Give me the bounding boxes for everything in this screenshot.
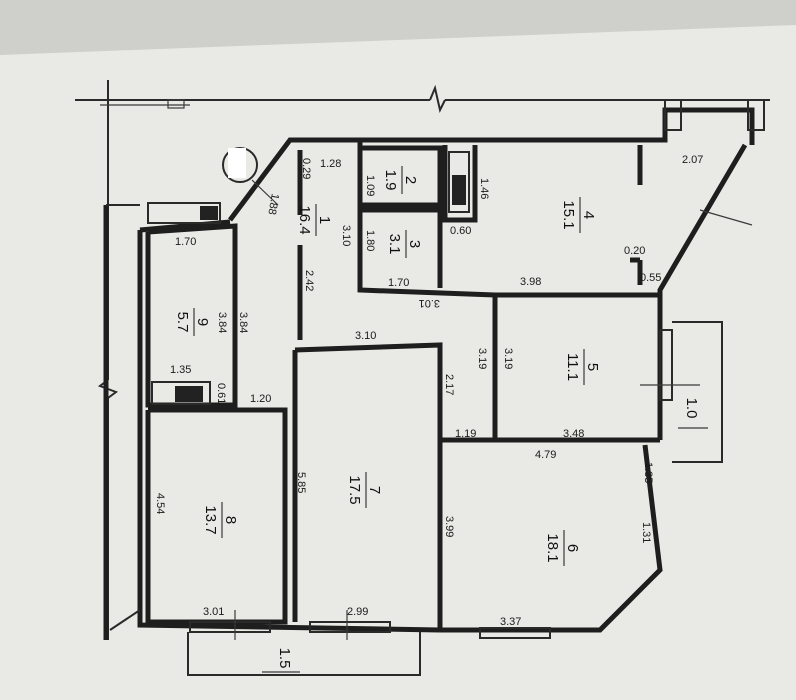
svg-text:4: 4 [580, 211, 597, 219]
dim-label: 0.29 [300, 158, 312, 179]
dim-label: 3.99 [443, 516, 455, 537]
svg-text:8: 8 [222, 516, 239, 524]
svg-text:5.7: 5.7 [174, 312, 191, 333]
dim-label: 2.07 [682, 154, 703, 166]
dim-label: 3.37 [500, 616, 521, 628]
svg-text:17.5: 17.5 [346, 475, 363, 504]
svg-text:1.9: 1.9 [382, 170, 399, 191]
svg-text:1.0: 1.0 [683, 398, 700, 419]
dim-label: 3.10 [355, 330, 376, 342]
svg-text:16.4: 16.4 [296, 205, 313, 234]
dim-label: 3.48 [563, 428, 584, 440]
dim-label: 1.28 [320, 158, 341, 170]
svg-text:13.7: 13.7 [202, 505, 219, 534]
room-4-label: 4 15.1 [560, 197, 597, 233]
dim-label: 3.01 [203, 606, 224, 618]
svg-text:7: 7 [366, 486, 383, 494]
dim-label: 3.19 [476, 348, 488, 369]
dim-label: 3.10 [340, 225, 352, 246]
room-9-label: 9 5.7 [174, 308, 211, 336]
dim-label: 4.54 [154, 493, 166, 514]
svg-text:15.1: 15.1 [560, 200, 577, 229]
balcony-east-label: 1.0 [683, 398, 700, 419]
room-8-label: 8 13.7 [202, 502, 239, 538]
balconies [187, 321, 723, 676]
dim-label: 1.35 [170, 364, 191, 376]
dim-label: 2.17 [443, 374, 455, 395]
balcony-south-label: 1.5 [276, 648, 293, 669]
room-2-label: 2 1.9 [382, 166, 419, 194]
room-6-label: 6 18.1 [544, 530, 581, 566]
dim-label: 3.84 [237, 312, 249, 333]
dim-label: 0.60 [450, 225, 471, 237]
dim-label: 3.01 [419, 297, 440, 309]
room-labels: 1 16.4 2 1.9 3 3.1 4 15.1 5 11.1 6 18.1 [174, 166, 601, 566]
dimension-labels: 1.28 0.29 1.09 1.88 3.10 1.80 1.70 3.01 … [154, 154, 703, 628]
dim-label: 0.61 [215, 383, 227, 404]
svg-text:9: 9 [194, 318, 211, 326]
dim-label: 4.79 [535, 449, 556, 461]
dim-label: 0.55 [640, 272, 661, 284]
dim-label: 0.20 [624, 245, 645, 257]
dim-label: 1.19 [455, 428, 476, 440]
svg-text:1: 1 [316, 216, 333, 224]
room-1-label: 1 16.4 [296, 204, 333, 236]
dim-label: 1.31 [640, 522, 652, 543]
paper-sheet [0, 25, 796, 700]
room-7-label: 7 17.5 [346, 472, 383, 508]
svg-text:5: 5 [584, 363, 601, 371]
dim-label: 1.09 [364, 175, 376, 196]
fixtures [147, 147, 470, 405]
dim-label: 1.70 [388, 277, 409, 289]
balcony-labels: 1.0 1.5 [262, 398, 708, 673]
svg-text:11.1: 11.1 [564, 353, 581, 381]
room-3-label: 3 3.1 [386, 230, 423, 258]
interior-walls [145, 140, 660, 628]
svg-text:2: 2 [402, 176, 419, 184]
svg-text:6: 6 [564, 544, 581, 552]
dim-label: 5.85 [295, 472, 307, 493]
dim-label: 1.35 [642, 462, 654, 483]
svg-text:1.5: 1.5 [276, 648, 293, 669]
svg-text:3.1: 3.1 [386, 234, 403, 255]
svg-text:18.1: 18.1 [544, 533, 561, 562]
dim-label: 3.84 [216, 312, 228, 333]
dim-label: 2.99 [347, 606, 368, 618]
dim-label: 1.70 [175, 236, 196, 248]
svg-text:3: 3 [406, 240, 423, 248]
dim-label: 3.98 [520, 276, 541, 288]
dim-label: 1.88 [265, 192, 281, 215]
dim-label: 1.46 [478, 178, 490, 199]
dim-label: 1.20 [250, 393, 271, 405]
dim-label: 3.19 [502, 348, 514, 369]
dim-label: 1.80 [364, 230, 376, 251]
room-5-label: 5 11.1 [564, 349, 601, 385]
windows [189, 99, 765, 640]
dim-label: 2.42 [303, 270, 315, 291]
